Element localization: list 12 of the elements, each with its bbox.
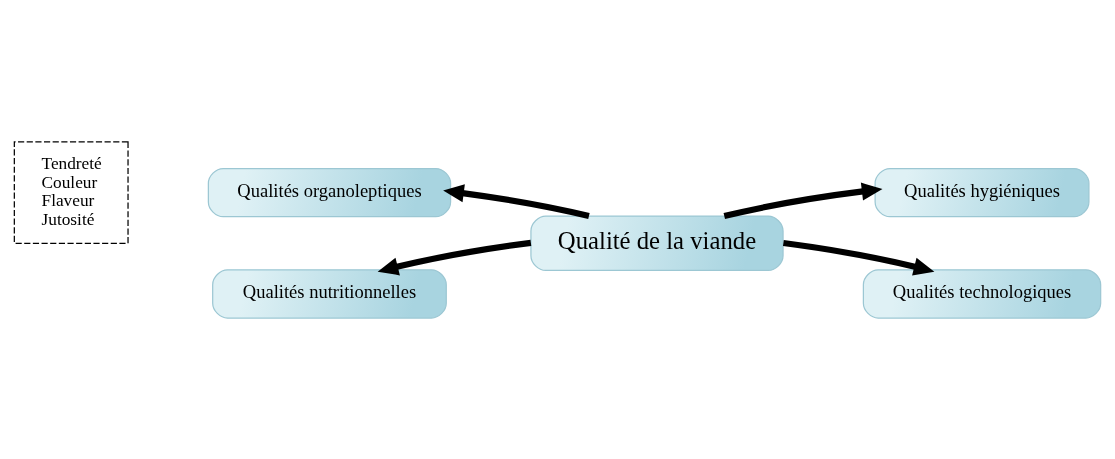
node-box: Qualité de la viande — [530, 215, 784, 271]
node-box: Qualités nutritionnelles — [212, 268, 447, 319]
node-box: Qualités technologiques — [862, 268, 1102, 319]
node-label: Tendreté — [41, 153, 102, 173]
node-label: Jutosité — [41, 209, 95, 229]
node-box: Qualités hygiéniques — [874, 167, 1090, 217]
arrow — [782, 239, 935, 275]
node-label: Couleur — [41, 172, 98, 192]
node-label: Flaveur — [41, 190, 95, 210]
arrow — [377, 239, 532, 275]
node-box: Qualités organoleptiques — [207, 167, 452, 217]
arrow — [443, 183, 590, 219]
